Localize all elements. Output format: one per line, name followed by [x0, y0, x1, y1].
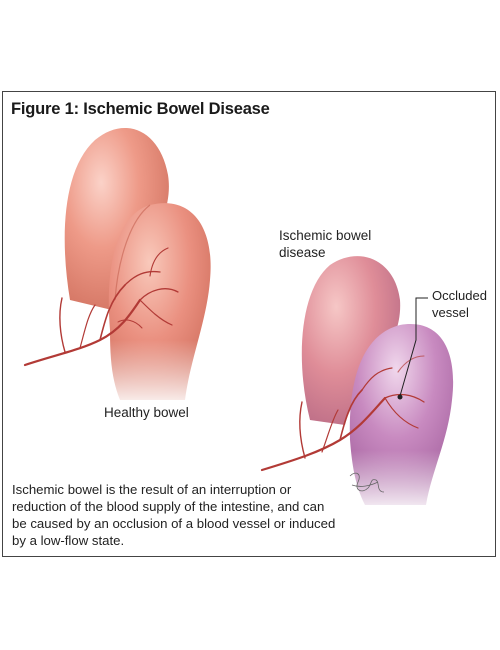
ischemic-bowel-drawing — [295, 256, 465, 515]
figure-title: Figure 1: Ischemic Bowel Disease — [11, 100, 270, 118]
artist-signature — [349, 472, 385, 493]
label-occluded-vessel: Occluded vessel — [432, 288, 487, 320]
label-healthy-bowel: Healthy bowel — [104, 405, 189, 420]
healthy-bowel-drawing — [55, 127, 225, 410]
figure-caption: Ischemic bowel is the result of an inter… — [12, 482, 336, 548]
label-ischemic-bowel: Ischemic bowel disease — [279, 228, 372, 260]
ischemic-vessels — [260, 355, 425, 472]
occluded-vessel-pointer — [397, 297, 428, 400]
healthy-vessels — [23, 247, 179, 367]
